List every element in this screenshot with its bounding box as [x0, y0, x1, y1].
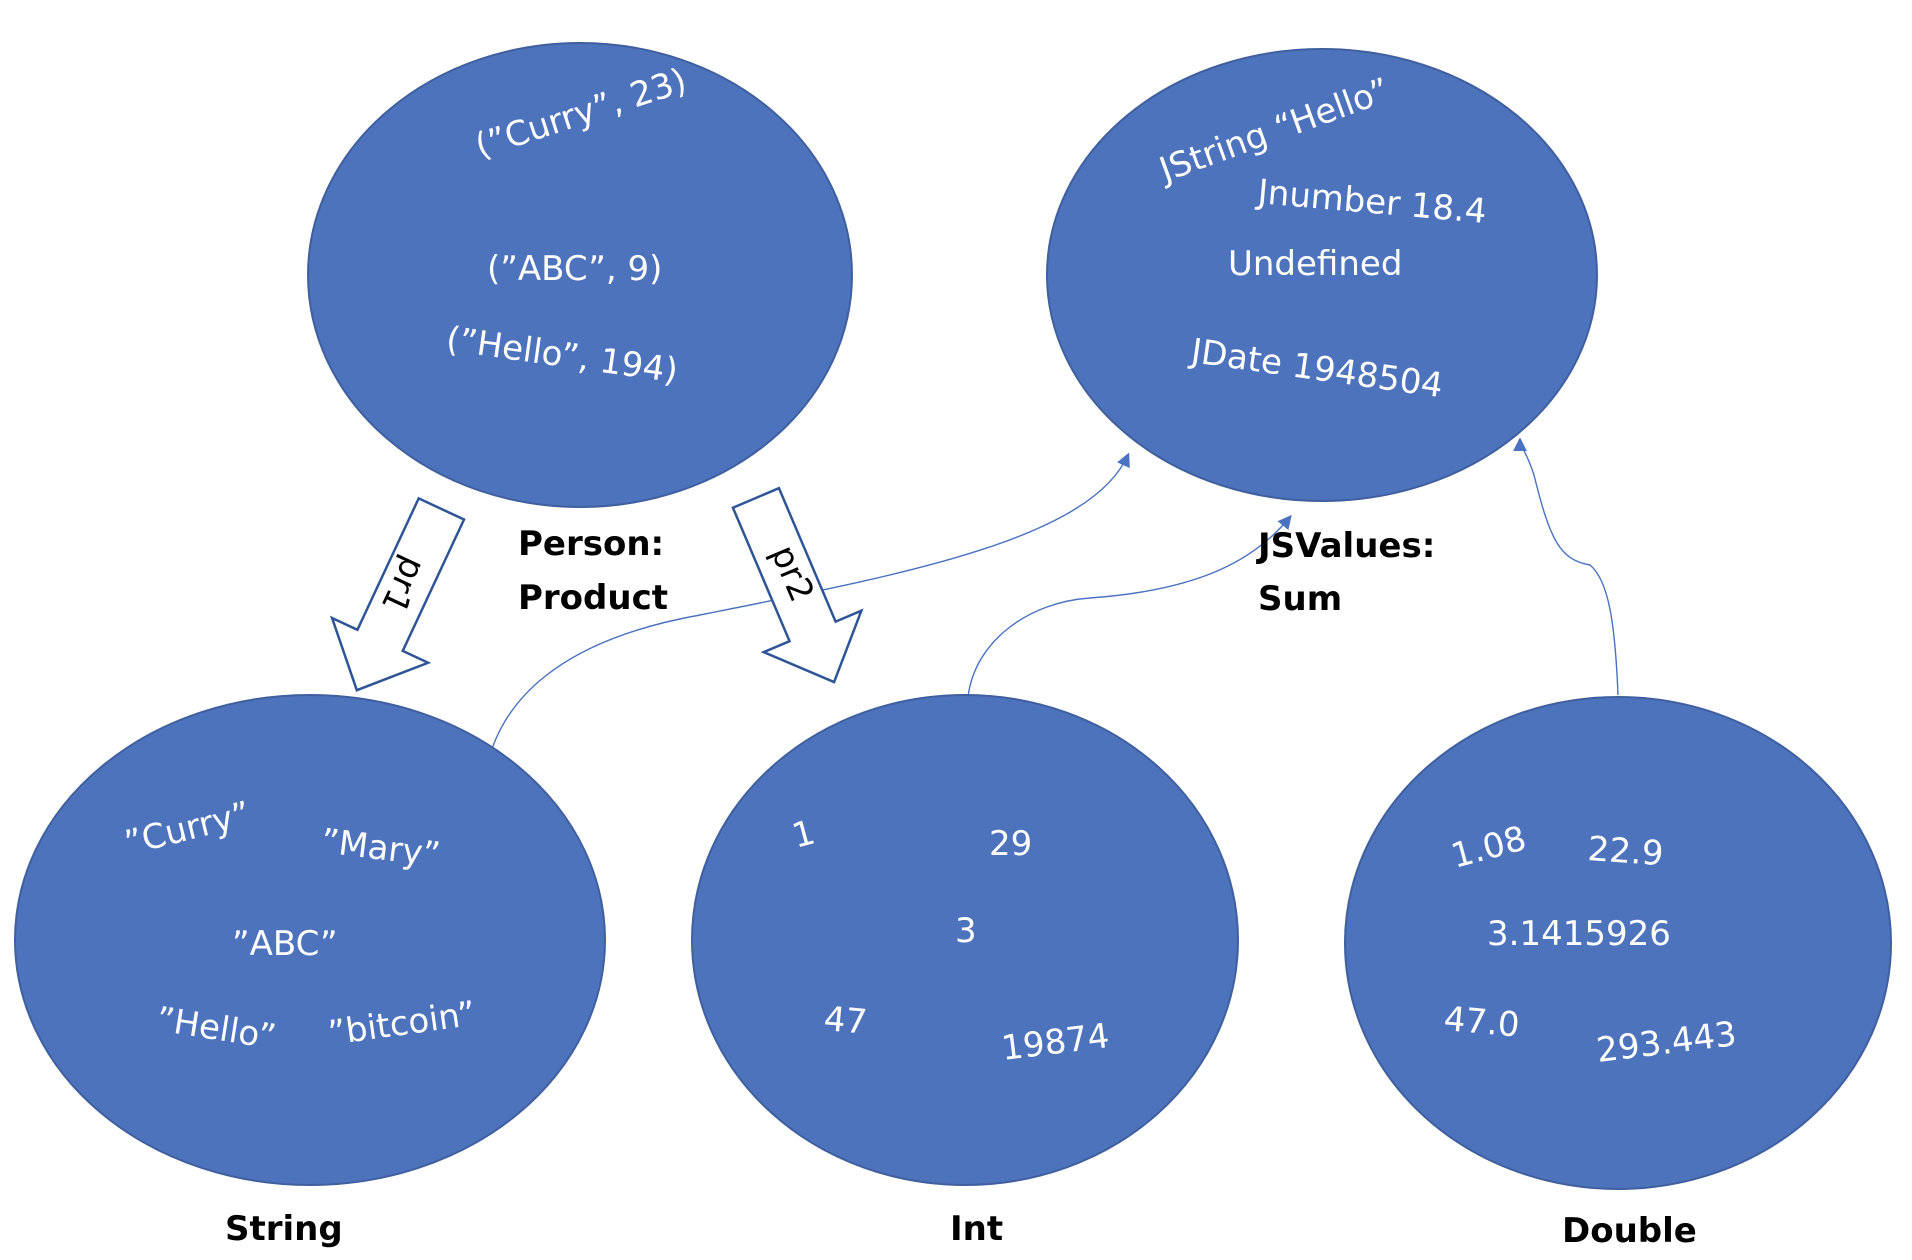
int-value: 3 — [955, 911, 977, 951]
jsvalues-type-label-line2: Sum — [1258, 579, 1342, 619]
pr2-arrow-shape — [731, 486, 864, 684]
double-value: 47.0 — [1442, 999, 1521, 1045]
node-int[interactable]: 1 29 3 47 19874 — [691, 694, 1239, 1186]
node-string[interactable]: ”Curry” ”Mary” ”ABC” ”Hello” ”bitcoin” — [14, 694, 606, 1186]
projection-arrow-pr1[interactable]: pr1 — [309, 487, 490, 713]
person-value: (”ABC”, 9) — [487, 249, 662, 289]
string-type-label: String — [225, 1209, 343, 1249]
node-double[interactable]: 1.08 22.9 3.1415926 47.0 293.443 — [1344, 696, 1892, 1190]
double-value: 22.9 — [1586, 829, 1664, 874]
node-double-ellipse — [1344, 696, 1892, 1190]
int-type-label: Int — [950, 1209, 1003, 1249]
node-int-ellipse — [691, 694, 1239, 1186]
edge-string-to-jsvalues — [485, 452, 1130, 772]
pr1-arrow-shape — [329, 496, 466, 692]
node-person-ellipse — [307, 42, 853, 508]
jsvalues-value: Undefined — [1228, 244, 1402, 284]
node-person[interactable]: (”Curry”, 23) (”ABC”, 9) (”Hello”, 194) — [307, 42, 853, 508]
double-value: 3.1415926 — [1487, 914, 1671, 954]
node-jsvalues[interactable]: JString “Hello” Jnumber 18.4 Undefined J… — [1046, 48, 1598, 502]
jsvalues-type-label-line1: JSValues: — [1256, 526, 1435, 566]
edge-int-to-jsvalues — [967, 514, 1292, 698]
node-string-ellipse — [14, 694, 606, 1186]
edge-double-to-jsvalues — [1513, 437, 1619, 696]
projection-arrow-pr2[interactable]: pr2 — [707, 477, 883, 703]
double-type-label: Double — [1562, 1211, 1697, 1251]
int-value: 47 — [822, 999, 869, 1043]
person-type-label-line2: Product — [518, 578, 668, 618]
int-value: 29 — [989, 824, 1032, 864]
node-jsvalues-ellipse — [1046, 48, 1598, 502]
person-type-label-line1: Person: — [518, 524, 664, 564]
string-value: ”ABC” — [232, 924, 338, 964]
